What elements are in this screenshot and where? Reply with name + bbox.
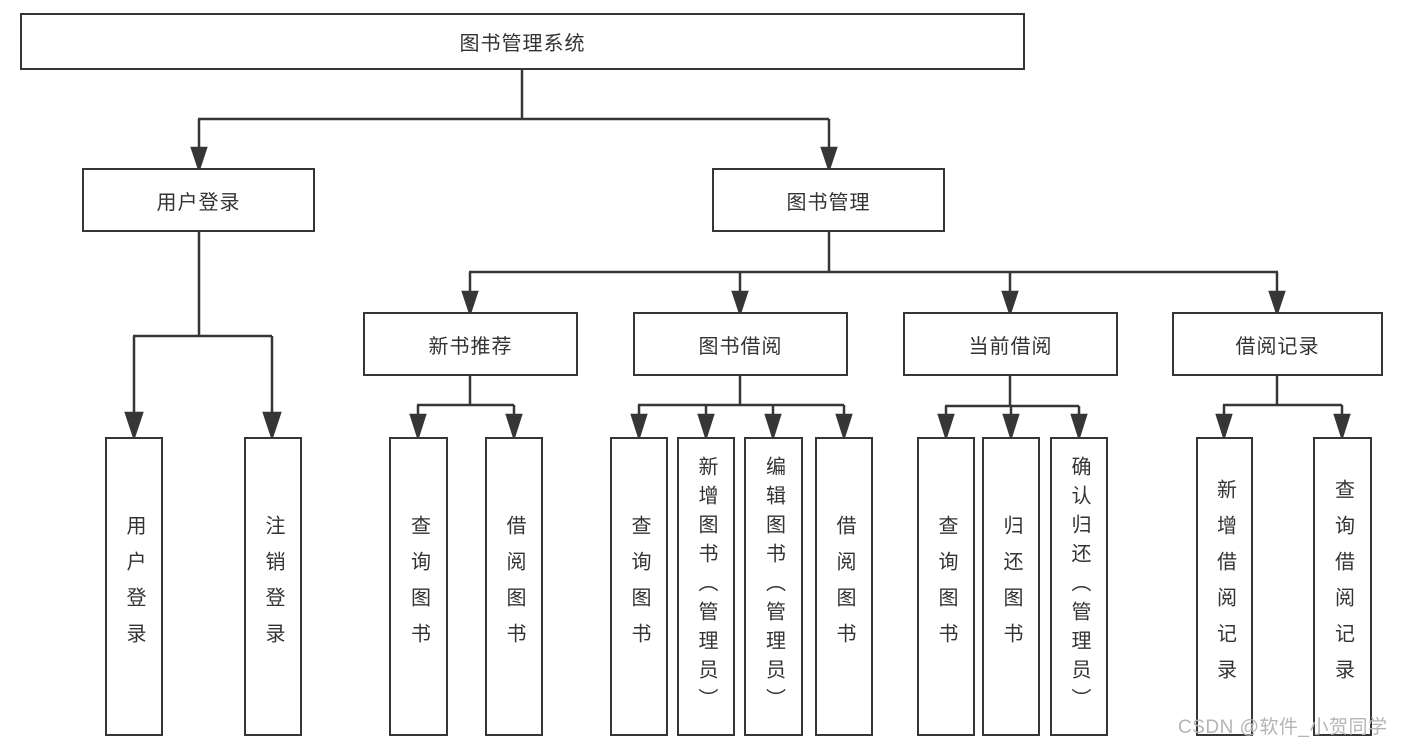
leaf-user-login-label: 用户登录 [123, 514, 145, 659]
leaf-cb-return-books: 归还图书 [982, 437, 1040, 736]
leaf-bb-query-books-label: 查询图书 [628, 514, 650, 659]
node-borrow-records: 借阅记录 [1172, 312, 1383, 376]
node-system-root: 图书管理系统 [20, 13, 1025, 70]
node-new-book-recommend-label: 新书推荐 [428, 335, 513, 358]
connector-borrowrecords-to-leaves [1215, 375, 1351, 442]
leaf-cb-query-books-label: 查询图书 [935, 514, 957, 659]
leaf-br-add-record-label: 新增借阅记录 [1213, 478, 1236, 695]
connector-newbookrec-to-leaves [409, 376, 523, 442]
node-user-login-label: 用户登录 [156, 191, 241, 214]
leaf-nbr-borrow-books: 借阅图书 [485, 437, 543, 736]
leaf-bb-borrow-books-label: 借阅图书 [833, 514, 855, 659]
leaf-nbr-query-books-label: 查询图书 [407, 514, 430, 659]
leaf-bb-query-books: 查询图书 [610, 437, 668, 736]
connector-bookmgmt-to-level3 [461, 232, 1286, 317]
node-borrow-records-label: 借阅记录 [1235, 335, 1320, 358]
leaf-cb-query-books: 查询图书 [917, 437, 975, 736]
connector-bookborrow-to-leaves [630, 376, 853, 442]
node-book-management: 图书管理 [712, 168, 945, 232]
node-user-login: 用户登录 [82, 168, 315, 232]
node-system-root-label: 图书管理系统 [459, 33, 586, 55]
connector-userlogin-to-leaves [124, 232, 282, 441]
node-new-book-recommend: 新书推荐 [363, 312, 578, 376]
leaf-bb-add-books-admin-label: 新增图书（管理员） [695, 456, 717, 717]
connector-root-to-level2 [190, 70, 838, 173]
leaf-bb-add-books-admin: 新增图书（管理员） [677, 437, 735, 736]
leaf-br-query-record-label: 查询借阅记录 [1331, 478, 1354, 695]
leaf-bb-edit-books-admin: 编辑图书（管理员） [744, 437, 803, 736]
csdn-watermark: CSDN @软件_小贺同学 [1178, 717, 1388, 738]
connector-currentborrow-to-leaves [937, 376, 1088, 442]
leaf-cb-confirm-return-admin: 确认归还（管理员） [1050, 437, 1108, 736]
leaf-logout: 注销登录 [244, 437, 302, 736]
node-current-borrow-label: 当前借阅 [968, 335, 1053, 358]
leaf-cb-return-books-label: 归还图书 [1000, 514, 1022, 659]
node-book-borrow-label: 图书借阅 [698, 335, 783, 358]
leaf-nbr-query-books: 查询图书 [389, 437, 448, 736]
leaf-br-add-record: 新增借阅记录 [1196, 437, 1253, 736]
node-book-borrow: 图书借阅 [633, 312, 848, 376]
leaf-logout-label: 注销登录 [262, 514, 284, 659]
leaf-nbr-borrow-books-label: 借阅图书 [503, 514, 525, 659]
leaf-bb-borrow-books: 借阅图书 [815, 437, 873, 736]
node-book-management-label: 图书管理 [786, 191, 871, 214]
leaf-user-login: 用户登录 [105, 437, 163, 736]
leaf-br-query-record: 查询借阅记录 [1313, 437, 1372, 736]
node-current-borrow: 当前借阅 [903, 312, 1118, 376]
leaf-cb-confirm-return-admin-label: 确认归还（管理员） [1068, 456, 1090, 717]
leaf-bb-edit-books-admin-label: 编辑图书（管理员） [762, 456, 785, 717]
